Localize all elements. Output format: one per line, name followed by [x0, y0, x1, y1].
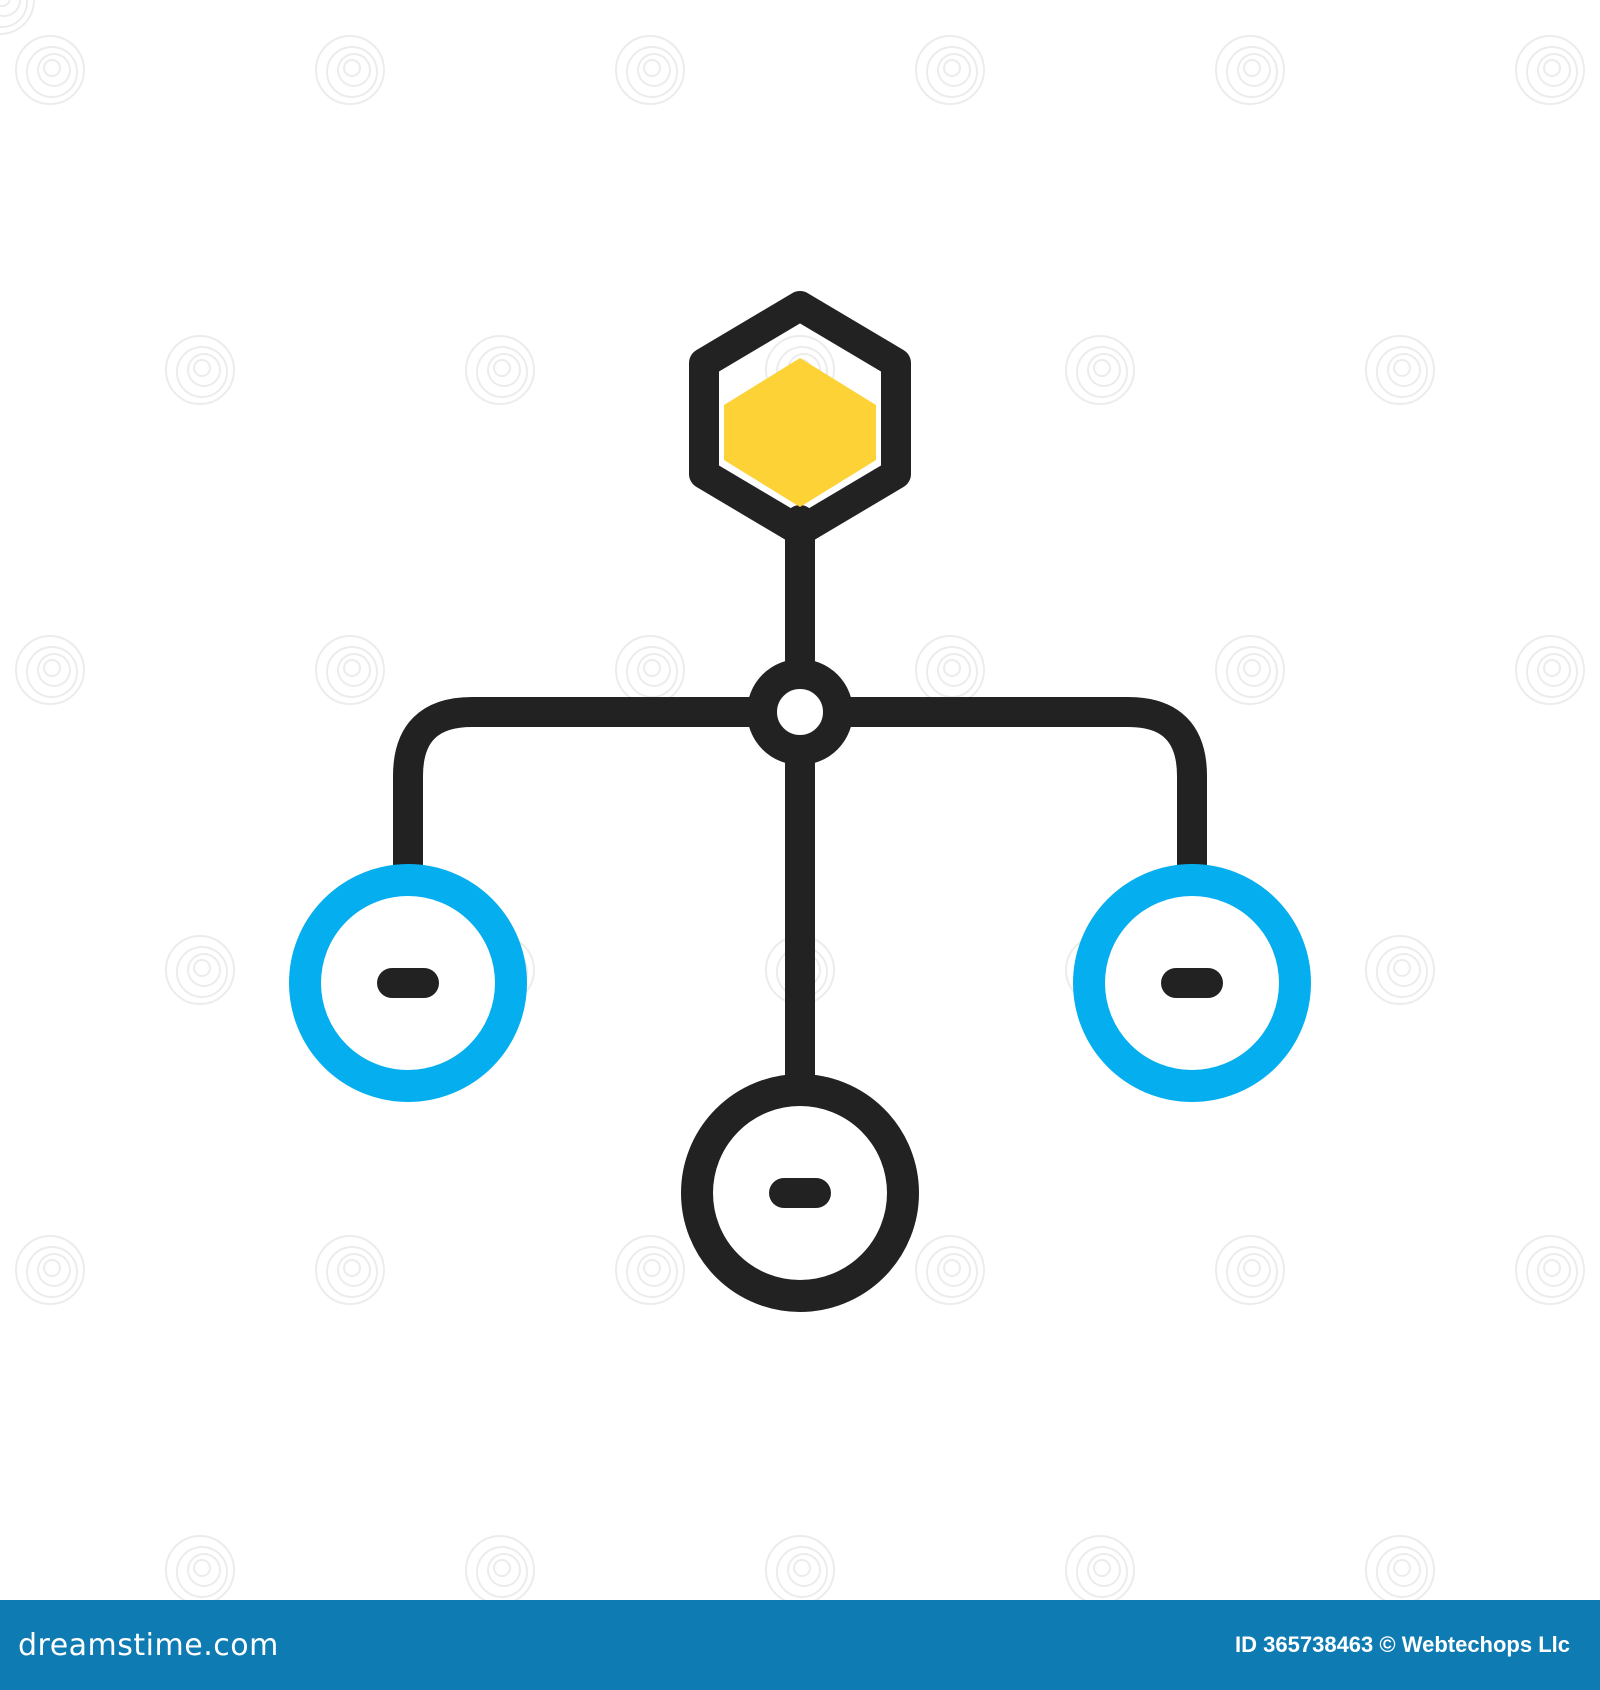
branch-left-connector: [393, 697, 772, 881]
hexagon-node-icon: [689, 291, 911, 546]
center-black-node-icon: [681, 1074, 919, 1312]
connector-lines: [393, 505, 1207, 1093]
brand-text: dreamstime.com: [18, 1627, 279, 1663]
footer-bar: dreamstime.com ID 365738463 © Webtechops…: [0, 1600, 1600, 1690]
hexagon-outline: [689, 291, 911, 546]
hierarchy-structure-icon: [289, 291, 1311, 1312]
junction-node-icon: [747, 659, 853, 765]
left-blue-node-icon: [289, 864, 527, 1102]
branch-right-connector: [828, 697, 1207, 881]
right-blue-node-icon: [1073, 864, 1311, 1102]
image-credit: ID 365738463 © Webtechops Llc: [1235, 1632, 1570, 1657]
hexagon-fill: [724, 358, 876, 507]
dreamstime-logo: dreamstime.com: [18, 1628, 279, 1663]
